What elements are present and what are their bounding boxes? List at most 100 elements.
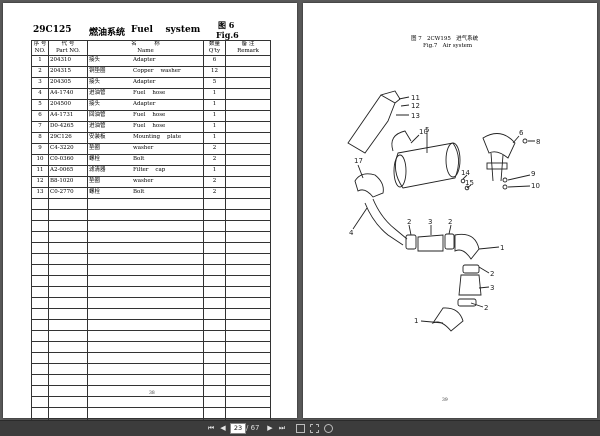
cell-empty — [203, 286, 226, 298]
table-row — [31, 275, 271, 287]
cell-name-cn: 接头 — [89, 101, 101, 108]
callout-17: 17 — [354, 157, 363, 165]
clamp-2a — [405, 234, 417, 250]
cell-empty — [203, 385, 226, 397]
cell-empty — [31, 209, 49, 221]
header-name-cn: 名 称 — [87, 40, 204, 48]
header-no-en: NO. — [31, 48, 49, 56]
cell-name-en: Filter cap — [133, 167, 166, 174]
cell-empty — [203, 308, 226, 320]
cell-part-no: 204305 — [48, 77, 88, 89]
cell-empty — [225, 220, 271, 232]
cell-empty — [31, 396, 49, 408]
cell-empty — [225, 385, 271, 397]
cell-empty — [31, 330, 49, 342]
cell-name-en: Fuel hose — [133, 90, 166, 97]
table-row — [31, 264, 271, 276]
prev-page-icon[interactable]: ◀ — [220, 424, 226, 432]
cell-empty — [225, 286, 271, 298]
cell-no: 5 — [31, 99, 49, 111]
cell-empty — [225, 264, 271, 276]
first-page-icon[interactable]: ⏮ — [207, 424, 215, 432]
cell-name-cn: 接头 — [89, 79, 101, 86]
cell-remark — [225, 132, 271, 144]
header-qty-en: Q'ty — [203, 48, 226, 56]
cell-part-no: 204500 — [48, 99, 88, 111]
cell-qty: 6 — [203, 55, 226, 67]
cell-empty — [203, 352, 226, 364]
figure-label-cn: 图 6 — [218, 20, 235, 30]
cell-remark — [225, 88, 271, 100]
cell-qty: 12 — [203, 66, 226, 78]
bolt-9 — [502, 177, 508, 183]
cell-empty — [203, 374, 226, 386]
cell-empty — [203, 220, 226, 232]
cell-empty — [225, 341, 271, 353]
cell-empty — [87, 198, 204, 210]
callout-4: 4 — [349, 229, 354, 237]
cell-empty — [31, 352, 49, 364]
header-qty-cn: 数量 — [203, 40, 226, 48]
filter-cap — [391, 130, 412, 152]
cell-empty — [203, 231, 226, 243]
cell-empty — [48, 407, 88, 419]
cell-name-cn: 铜垫圈 — [89, 68, 106, 75]
page-total: / 67 — [246, 424, 260, 432]
cell-qty: 1 — [203, 110, 226, 122]
cell-empty — [48, 220, 88, 232]
cell-name-en: Adapter — [133, 101, 156, 108]
callout-16: 15 — [465, 179, 474, 187]
callout-8: 8 — [536, 138, 540, 146]
cell-empty — [48, 264, 88, 276]
air-filter-body — [394, 142, 459, 189]
cell-name-en: Bolt — [133, 189, 145, 196]
cell-qty: 1 — [203, 99, 226, 111]
header-remark-cn: 备 注 — [225, 40, 271, 48]
cell-empty — [31, 275, 49, 287]
air-filter-end — [445, 142, 461, 178]
zoom-icon[interactable] — [324, 424, 333, 433]
cell-empty — [48, 319, 88, 331]
callout-6: 6 — [519, 129, 524, 137]
cell-name-cn: 垫圈 — [89, 145, 101, 152]
last-page-icon[interactable]: ⏭ — [278, 424, 286, 432]
cell-qty: 1 — [203, 121, 226, 133]
cell-empty — [203, 297, 226, 309]
callout-13: 12 — [411, 102, 420, 110]
cell-qty: 2 — [203, 176, 226, 188]
table-row — [31, 319, 271, 331]
cell-empty — [48, 374, 88, 386]
cell-empty — [48, 198, 88, 210]
cell-part-no: 204310 — [48, 55, 88, 67]
right-page: 图 7 2CW195 进气系统 Fig.7 Air system — [303, 3, 597, 418]
cell-empty — [203, 198, 226, 210]
table-row — [31, 286, 271, 298]
next-page-icon[interactable]: ▶ — [267, 424, 273, 432]
cell-empty — [225, 407, 271, 419]
cell-part-no: C4-3220 — [48, 143, 88, 155]
cell-empty — [31, 363, 49, 375]
cell-remark — [225, 55, 271, 67]
callout-12: 11 — [411, 94, 420, 102]
cell-remark — [225, 110, 271, 122]
cell-empty — [87, 297, 204, 309]
page-number-input[interactable] — [230, 423, 246, 434]
cell-name-en: Bolt — [133, 156, 145, 163]
cell-empty — [48, 231, 88, 243]
cell-remark — [225, 154, 271, 166]
elbow-1 — [454, 233, 480, 260]
section-title-en: Fuel system — [131, 25, 201, 35]
cell-empty — [87, 407, 204, 419]
cell-name-cn: 安装板 — [89, 134, 106, 141]
fit-width-icon[interactable] — [310, 424, 319, 433]
cell-name-cn: 进油管 — [89, 90, 106, 97]
fit-page-icon[interactable] — [296, 424, 305, 433]
